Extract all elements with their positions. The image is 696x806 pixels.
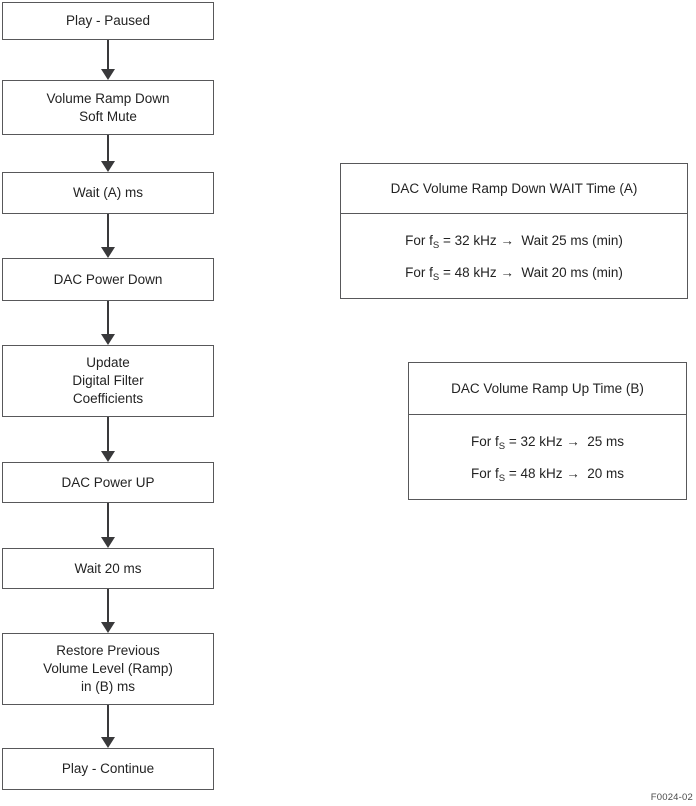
info-box-body: For fS = 32 kHz → Wait 25 ms (min) For f… <box>341 214 687 298</box>
info-row-text: = 48 kHz → 20 ms <box>505 465 625 481</box>
info-box-ramp-up-time: DAC Volume Ramp Up Time (B) For fS = 32 … <box>408 362 687 500</box>
flow-step-label: in (B) ms <box>81 679 135 694</box>
arrow-connector <box>101 301 115 345</box>
flow-step-label: Coefficients <box>72 391 144 406</box>
arrow-down-icon <box>101 161 115 172</box>
arrow-connector <box>101 503 115 548</box>
subscript-s: S <box>498 472 506 484</box>
flow-step-restore-volume: Restore Previous Volume Level (Ramp) in … <box>2 633 214 705</box>
flow-step-wait-20-ms: Wait 20 ms <box>2 548 214 589</box>
flow-step-label: Wait (A) ms <box>73 185 143 200</box>
flow-step-update-coefficients: Update Digital Filter Coefficients <box>2 345 214 417</box>
arrow-stem <box>107 417 109 451</box>
info-row-48khz: For fS = 48 kHz → Wait 20 ms (min) <box>405 264 623 283</box>
info-row-text: = 32 kHz → 25 ms <box>505 433 625 449</box>
subscript-s: S <box>498 440 506 452</box>
arrow-down-icon <box>101 622 115 633</box>
flow-step-label: Volume Ramp Down <box>46 90 170 106</box>
arrow-stem <box>107 705 109 737</box>
info-row-text: For f <box>405 264 433 280</box>
subscript-s: S <box>432 239 440 251</box>
arrow-connector <box>101 135 115 172</box>
arrow-down-icon <box>101 737 115 748</box>
info-row-text: For f <box>470 433 499 449</box>
arrow-down-icon <box>101 451 115 462</box>
info-row-32khz: For fS = 32 kHz → Wait 25 ms (min) <box>405 232 623 251</box>
info-box-body: For fS = 32 kHz → 25 ms For fS = 48 kHz … <box>409 415 686 499</box>
flow-step-label: Wait 20 ms <box>74 560 142 576</box>
flow-step-play-continue: Play - Continue <box>2 748 214 790</box>
arrow-connector <box>101 705 115 748</box>
arrow-stem <box>107 135 109 161</box>
flow-step-play-paused: Play - Paused <box>2 2 214 40</box>
figure-id-label: F0024-02 <box>650 792 693 803</box>
arrow-down-icon <box>101 537 115 548</box>
arrow-stem <box>107 301 109 334</box>
arrow-connector <box>101 589 115 633</box>
arrow-down-icon <box>101 334 115 345</box>
arrow-connector <box>101 214 115 258</box>
info-box-ramp-down-wait-time: DAC Volume Ramp Down WAIT Time (A) For f… <box>340 163 688 299</box>
flow-step-label: DAC Power UP <box>61 474 155 490</box>
arrow-stem <box>107 589 109 622</box>
flow-step-wait-a-ms: Wait (A) ms <box>2 172 214 214</box>
info-row-text: = 32 kHz → Wait 25 ms (min) <box>439 232 623 248</box>
info-box-title: DAC Volume Ramp Down WAIT Time (A) <box>341 164 687 214</box>
arrow-stem <box>107 503 109 537</box>
arrow-connector <box>101 417 115 462</box>
flow-step-label: Update <box>86 355 130 370</box>
info-row-text: For f <box>405 232 433 248</box>
flow-step-label: Restore Previous <box>56 643 160 658</box>
flow-step-label: DAC Power Down <box>53 271 163 287</box>
arrow-connector <box>101 40 115 80</box>
info-row-text: = 48 kHz → Wait 20 ms (min) <box>439 264 623 280</box>
flow-step-dac-power-down: DAC Power Down <box>2 258 214 301</box>
subscript-s: S <box>432 271 440 283</box>
flow-step-label: Volume Level (Ramp) <box>43 661 173 676</box>
flow-step-label: Play - Continue <box>61 761 155 776</box>
arrow-stem <box>107 214 109 247</box>
flow-step-dac-power-up: DAC Power UP <box>2 462 214 503</box>
info-row-32khz: For fS = 32 kHz → 25 ms <box>470 433 625 452</box>
flow-step-label: Soft Mute <box>79 108 137 124</box>
arrow-down-icon <box>101 69 115 80</box>
info-row-text: For f <box>470 465 499 481</box>
flow-step-volume-ramp-down: Volume Ramp Down Soft Mute <box>2 80 214 135</box>
info-row-48khz: For fS = 48 kHz → 20 ms <box>470 465 625 484</box>
arrow-down-icon <box>101 247 115 258</box>
arrow-stem <box>107 40 109 69</box>
info-box-title: DAC Volume Ramp Up Time (B) <box>409 363 686 415</box>
flow-step-label: Play - Paused <box>65 13 151 28</box>
flow-step-label: Digital Filter <box>72 373 144 388</box>
